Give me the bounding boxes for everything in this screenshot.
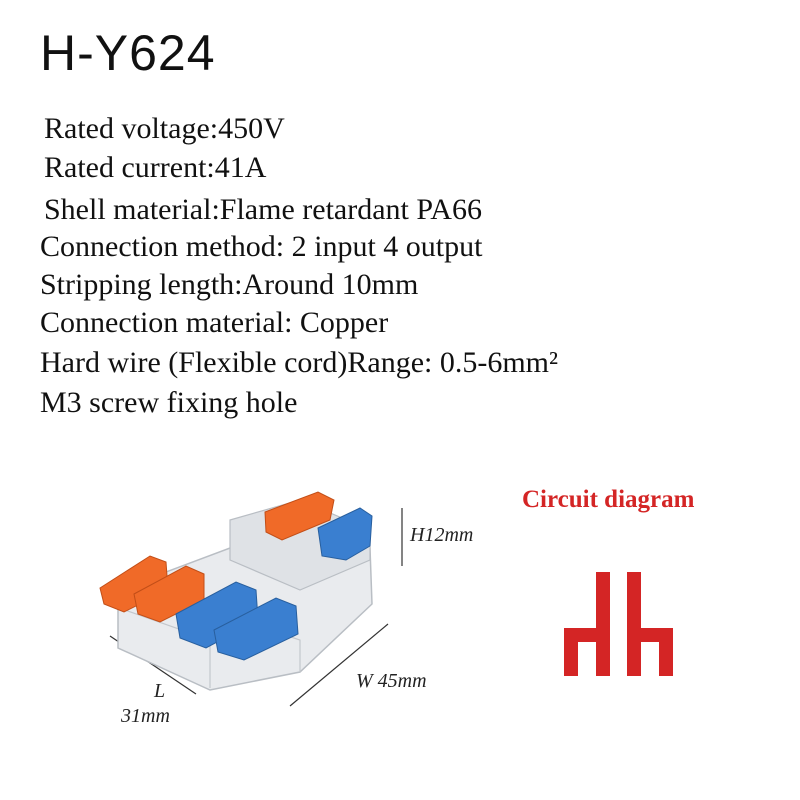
spec-stripping-length: Stripping length:Around 10mm xyxy=(40,268,419,301)
connector-body xyxy=(99,491,373,691)
blue-lever-rear xyxy=(317,507,373,561)
width-label: W 45mm xyxy=(356,670,427,692)
length-value-label: 31mm xyxy=(121,705,170,727)
height-label: H12mm xyxy=(410,524,474,546)
length-letter-label: L xyxy=(154,680,166,702)
spec-shell-material: Shell material:Flame retardant PA66 xyxy=(44,193,482,226)
circuit-diagram-icon xyxy=(564,572,673,676)
spec-wire-range: Hard wire (Flexible cord)Range: 0.5-6mm² xyxy=(40,346,559,379)
spec-fixing-hole: M3 screw fixing hole xyxy=(40,386,298,419)
spec-rated-current: Rated current:41A xyxy=(44,151,267,184)
product-title: H-Y624 xyxy=(40,25,216,81)
width-dimension-line xyxy=(289,623,389,707)
spec-connection-material: Connection material: Copper xyxy=(40,306,389,339)
orange-lever-rear xyxy=(264,491,335,541)
spec-connection-method: Connection method: 2 input 4 output xyxy=(40,230,483,263)
blue-lever-front-2 xyxy=(213,597,299,661)
circuit-diagram-title: Circuit diagram xyxy=(522,486,695,513)
spec-rated-voltage: Rated voltage:450V xyxy=(44,112,285,145)
